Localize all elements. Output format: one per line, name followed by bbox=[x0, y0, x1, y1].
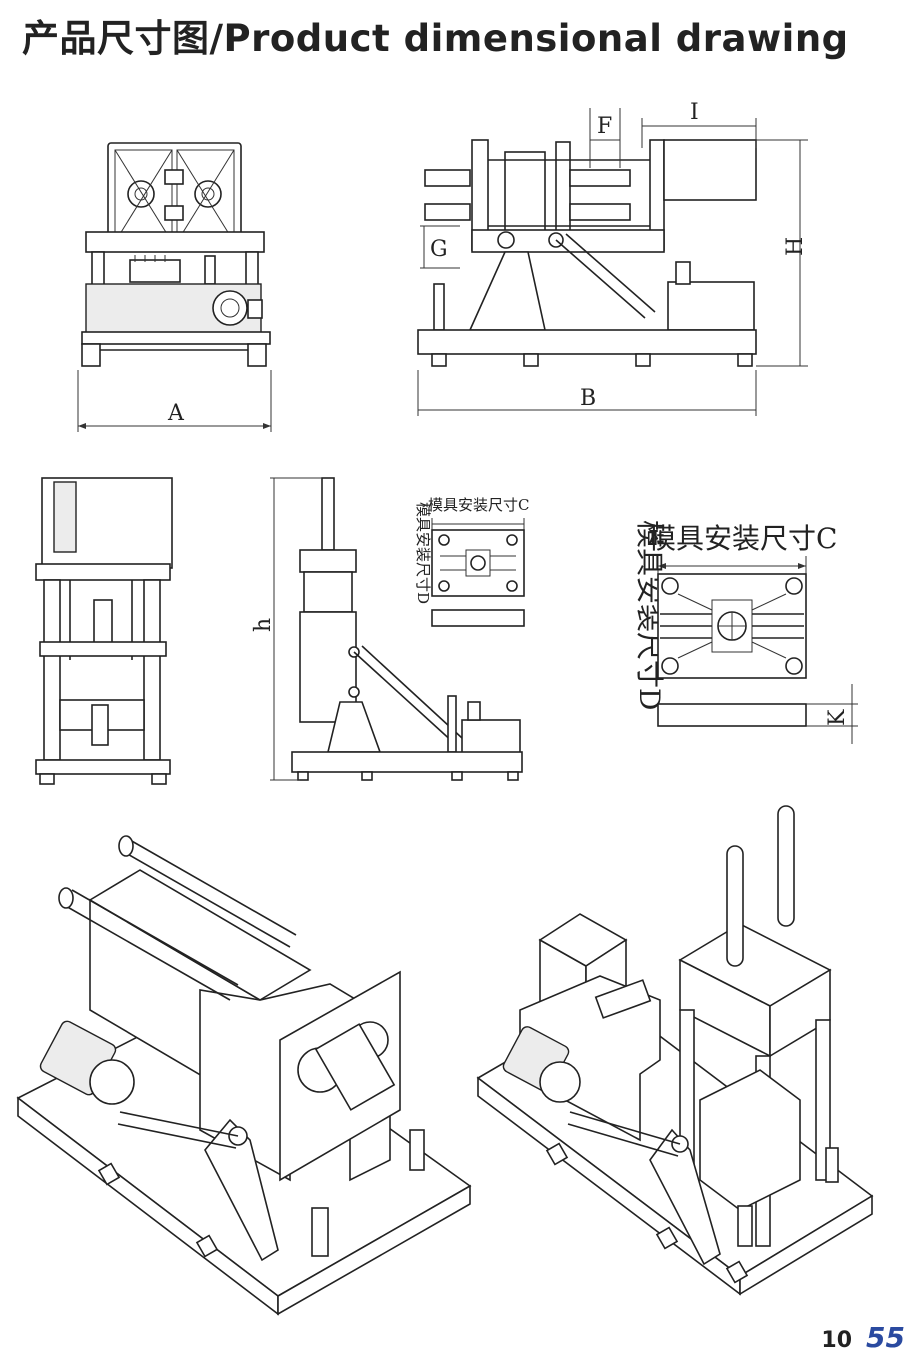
dim-h-small-label: h bbox=[251, 618, 276, 632]
dim-b-label: B bbox=[580, 386, 596, 411]
isometric-horizontal-view bbox=[16, 835, 472, 1316]
dim-f-label: F bbox=[597, 114, 612, 139]
small-mold-plate: 模具安装尺寸C 模具安装尺寸D bbox=[414, 496, 529, 627]
mold-c-large-label: 模具安装尺寸C bbox=[648, 522, 837, 555]
isometric-vertical-view bbox=[476, 805, 874, 1296]
front-view: A bbox=[77, 142, 272, 432]
page-number-a: 10 bbox=[821, 1328, 853, 1353]
page-title: 产品尺寸图/Product dimensional drawing bbox=[22, 17, 849, 60]
dim-i-label: I bbox=[690, 100, 699, 125]
large-mold-plate: 模具安装尺寸C 模具安装尺寸D K bbox=[633, 520, 858, 744]
dim-h-label: H bbox=[783, 237, 808, 256]
vertical-side-view: h bbox=[251, 477, 523, 781]
dim-g-label: G bbox=[430, 237, 448, 262]
mold-d-small-label: 模具安装尺寸D bbox=[414, 502, 432, 604]
mold-c-small-label: 模具安装尺寸C bbox=[428, 496, 529, 514]
side-view: F I G H B bbox=[417, 100, 808, 416]
vertical-front-view bbox=[35, 477, 173, 785]
dim-k-label: K bbox=[825, 709, 850, 726]
page-number-b: 55 bbox=[866, 1321, 905, 1354]
dim-a-label: A bbox=[167, 401, 185, 426]
page-number: 10 55 bbox=[821, 1321, 905, 1354]
